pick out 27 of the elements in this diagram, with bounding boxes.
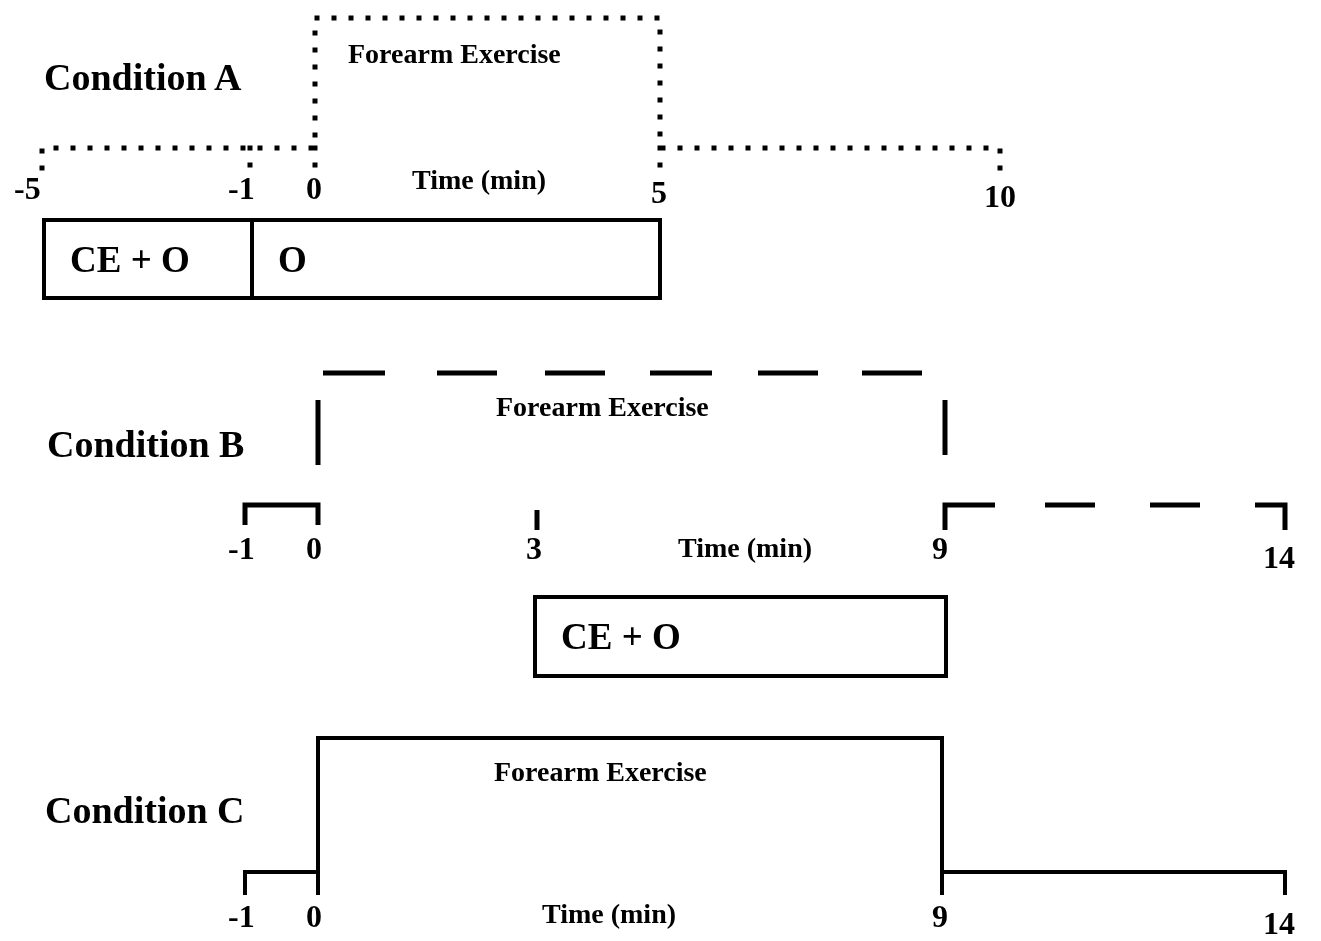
phase-label: Forearm Exercise	[494, 758, 707, 786]
tick-label: 0	[306, 172, 322, 204]
tick-label: -1	[228, 900, 255, 932]
box-label: O	[278, 237, 307, 281]
axis-label: Time (min)	[678, 534, 813, 562]
axis-label: Time (min)	[412, 166, 547, 194]
phase-label: Forearm Exercise	[496, 393, 709, 421]
condition-title: Condition A	[44, 58, 242, 96]
tick-label: 5	[651, 176, 667, 208]
phase-box	[533, 595, 948, 678]
tick-label: -5	[14, 172, 41, 204]
tick-label: 0	[306, 532, 322, 564]
tick-label: 9	[932, 900, 948, 932]
tick-label: -1	[228, 172, 255, 204]
condition-title: Condition B	[47, 425, 245, 463]
condition-title: Condition C	[45, 791, 245, 829]
tick-label: -1	[228, 532, 255, 564]
box-label: CE + O	[561, 615, 681, 658]
tick-label: 14	[1263, 907, 1295, 939]
axis-label: Time (min)	[542, 900, 677, 928]
tick-label: 10	[984, 180, 1016, 212]
tick-label: 9	[932, 532, 948, 564]
tick-label: 3	[526, 532, 542, 564]
box-label: CE + O	[70, 237, 190, 281]
tick-label: 14	[1263, 541, 1295, 573]
phase-label: Forearm Exercise	[348, 40, 561, 68]
tick-label: 0	[306, 900, 322, 932]
